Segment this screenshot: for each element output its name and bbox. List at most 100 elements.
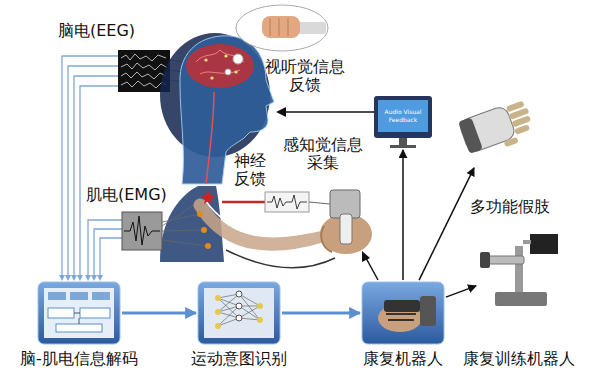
signal-wires-part [91, 275, 97, 281]
signal-wires-part [65, 275, 71, 281]
head-figure-part [204, 58, 207, 61]
signal-wires-part [88, 220, 122, 276]
head-figure-part [234, 70, 237, 73]
rehab-robot-box-part [384, 300, 420, 312]
intent-box-part [218, 294, 260, 326]
eeg-plot-part [121, 63, 166, 70]
hand-device-part [340, 214, 352, 244]
prosthesis-part-part [458, 105, 517, 154]
signal-wires-part [85, 275, 91, 281]
head-figure-part [206, 92, 214, 184]
thought-bubble-part [233, 54, 243, 64]
signal-wires-part [59, 275, 65, 281]
monitor-part [390, 145, 416, 148]
eeg-plot-part [121, 81, 166, 88]
signal-wires-part [94, 229, 122, 276]
intent-box-part [204, 288, 274, 338]
intent-box-part [215, 295, 221, 301]
sensor-signal-part [267, 195, 307, 209]
intent-box-part [236, 315, 242, 321]
training-robot-part [495, 292, 547, 306]
node-label: 多功能假肢 [470, 198, 550, 216]
training-robot-part [515, 246, 523, 292]
monitor [374, 96, 432, 148]
signal-wires-part [62, 56, 118, 276]
annotation-label: 肌电(EMG) [86, 186, 167, 204]
hand-device-part [320, 214, 372, 254]
thought-bubble-part [270, 18, 288, 36]
emg-plot-part [122, 212, 162, 250]
annotation-label: 脑电(EEG) [58, 22, 135, 40]
arm-and-electrodes-part [201, 190, 215, 204]
thought-bubble-part [262, 16, 300, 38]
monitor-screen: Audio Visual Feedback [374, 96, 432, 148]
process-box: 运动意图识别 [198, 282, 280, 344]
process-box: 康复机器人 [362, 282, 444, 344]
signal-wires-part [71, 275, 77, 281]
training-robot [480, 234, 558, 306]
flow-arrow [282, 312, 360, 315]
node-label: 运动意图识别 [191, 350, 287, 368]
prosthesis [458, 98, 537, 160]
hand-device-part [321, 226, 332, 252]
decode-box-part [48, 292, 66, 300]
prosthesis-part [458, 98, 537, 160]
node-label: 康复训练机器人 [463, 350, 575, 368]
arm-and-electrodes [197, 190, 322, 249]
signal-wires-part [77, 275, 83, 281]
signal-wires-part [80, 86, 118, 276]
device-picture: 康复训练机器人 [478, 232, 560, 308]
sensor-signal-part [265, 192, 309, 212]
flow-arrow [402, 150, 404, 280]
process-box: 脑-肌电信息解码 [38, 282, 120, 344]
prosthesis-part-part [514, 124, 530, 135]
node-label: 脑-肌电信息解码 [20, 350, 138, 368]
intent-box-part [236, 303, 242, 309]
flow-arrow [446, 286, 476, 297]
prosthesis-part-part [511, 115, 531, 127]
monitor-part [399, 138, 407, 145]
annotation-label: 神经反馈 [232, 152, 268, 189]
feedback-arrow-part [276, 107, 286, 117]
intent-box-part [257, 317, 263, 323]
decode-box-part [38, 282, 120, 344]
hand-device [226, 190, 372, 268]
feedback-arrow-part [366, 258, 378, 280]
head-figure-part [210, 76, 213, 79]
arm-and-electrodes-part [205, 243, 211, 249]
decode-box-part [70, 292, 88, 300]
training-robot-part [523, 240, 531, 244]
intent-box-part [236, 291, 242, 297]
thought-bubble-part [236, 5, 328, 51]
thought-bubble-part [225, 69, 231, 75]
prosthesis-part-part [504, 137, 519, 147]
flow-arrow [122, 312, 196, 315]
hand-device-part [226, 250, 335, 268]
arm-and-electrodes-part [197, 211, 203, 217]
arm-and-electrodes-part [201, 227, 207, 233]
annotation-label: 视听觉信息反馈 [262, 58, 348, 95]
intent-box-part [198, 282, 280, 344]
sensor-signal [265, 192, 330, 212]
training-robot-part [480, 252, 490, 268]
sensor-signal-part [309, 202, 330, 204]
signal-wires-part [68, 66, 118, 276]
intent-box [198, 282, 280, 344]
rehab-robot-box-part [386, 314, 416, 320]
decode-box [38, 282, 120, 344]
signal-wires-part [100, 238, 122, 276]
monitor-part [374, 96, 432, 138]
feedback-arrow-part [284, 111, 374, 113]
signal-wires-part [74, 76, 118, 276]
signal-wires-part [97, 275, 103, 281]
intent-box-part [257, 303, 263, 309]
device-picture: 多功能假肢 [455, 88, 533, 166]
node-label: 康复机器人 [363, 350, 443, 368]
eeg-plot-part [121, 72, 166, 79]
decode-box-part [48, 308, 74, 318]
emg-plot-part [124, 216, 160, 245]
decode-box-part [74, 313, 80, 324]
intent-box-part [215, 323, 221, 329]
decode-box-part [56, 324, 102, 332]
training-robot-part [530, 234, 558, 254]
